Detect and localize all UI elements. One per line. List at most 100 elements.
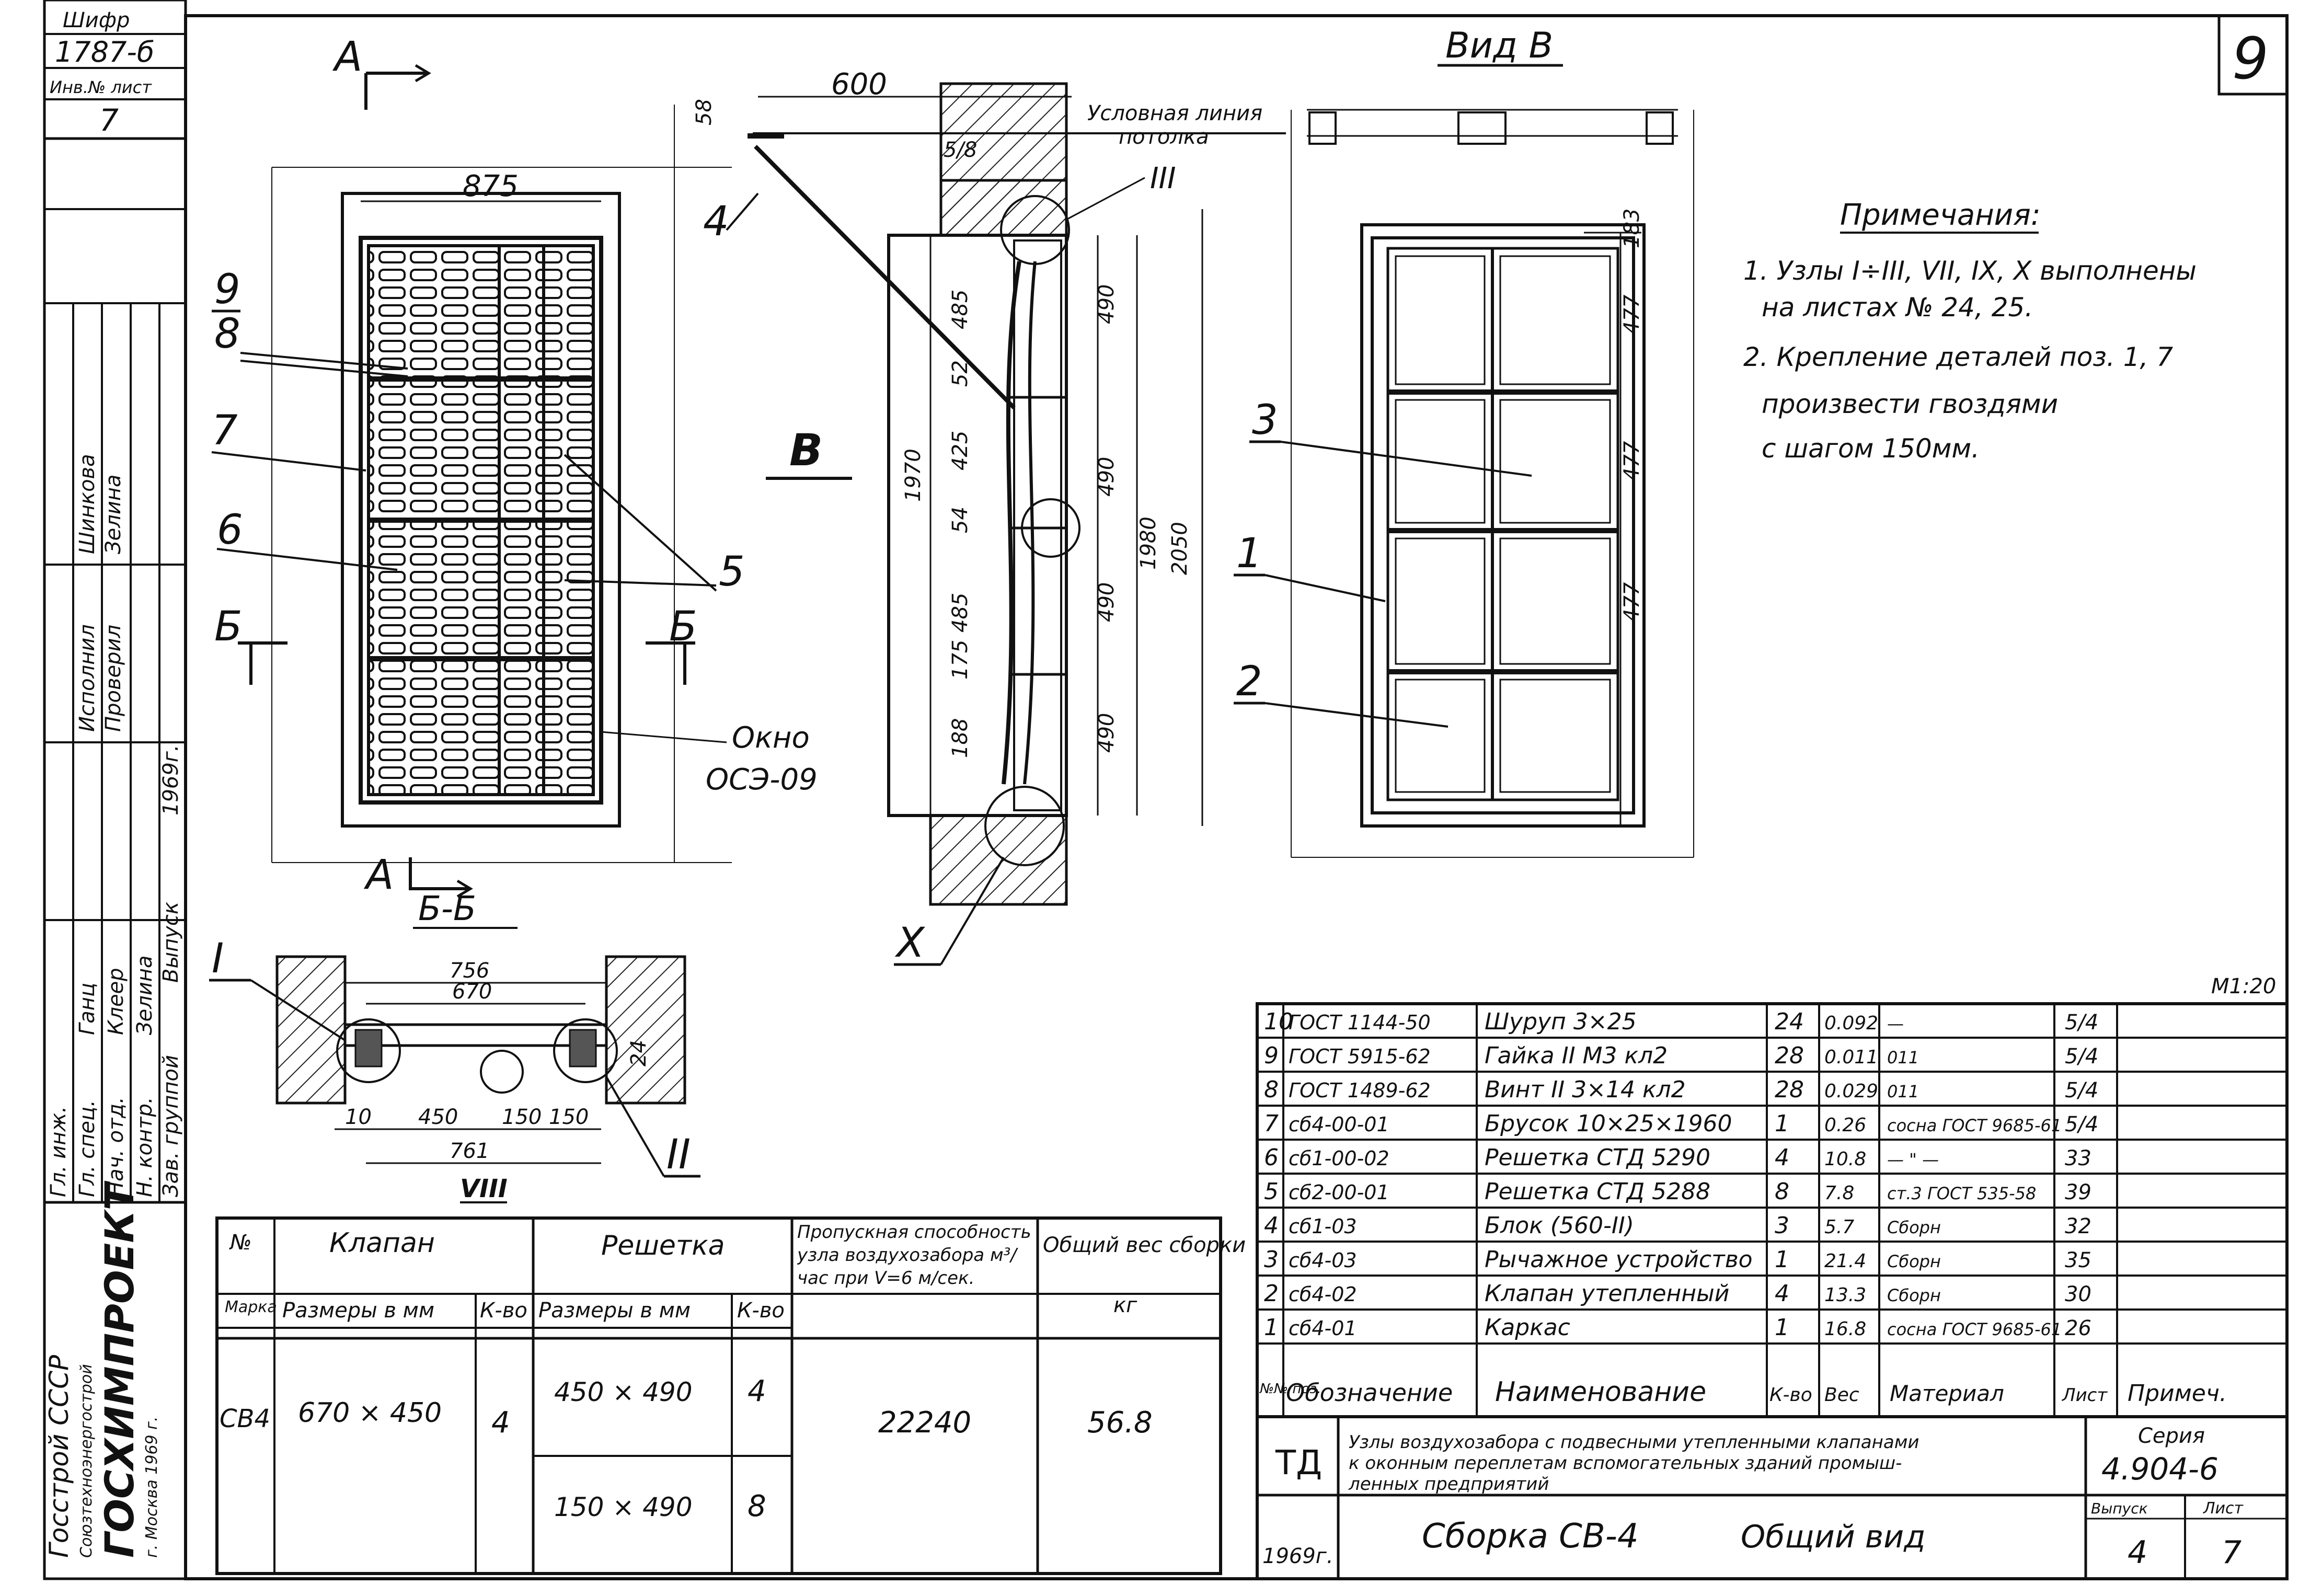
summary-head-sizes-valve: Размеры в мм — [282, 1299, 434, 1323]
side-name-2: Ганц — [75, 983, 99, 1035]
dim-425: 425 — [948, 431, 972, 470]
spec-head-material: Материал — [1890, 1381, 2004, 1406]
view-v-frame-outer — [1360, 223, 1646, 828]
window-label-1: Окно — [732, 721, 810, 755]
side-role-6: Зав. группой — [159, 1055, 183, 1197]
spec-cell-qty: 28 — [1775, 1042, 1804, 1069]
spec-cell-mass: 0.26 — [1824, 1115, 1866, 1136]
dim-10: 10 — [345, 1105, 372, 1129]
title-block: ТД Узлы воздухозабора с подвесными утепл… — [1257, 1415, 2287, 1579]
side-org-3: ГОСХИМПРОЕКТ — [96, 1180, 143, 1558]
notes-title: Примечания: — [1840, 198, 2041, 232]
summary-head-weight: Общий вес сборки — [1043, 1233, 1246, 1257]
spec-head-pos: №№ поз. — [1259, 1381, 1321, 1397]
side-role-3: Гл. спец. — [75, 1100, 99, 1197]
summary-head-brand: Марка — [225, 1298, 277, 1316]
spec-cell-material: — — [1887, 1014, 1904, 1034]
side-year: 1969г. — [159, 744, 183, 816]
spec-cell-sheet: 5/4 — [2065, 1078, 2098, 1103]
dim-54: 54 — [948, 507, 972, 533]
dim-485-b: 485 — [948, 593, 972, 633]
spec-cell-doc: ГОСТ 5915-62 — [1289, 1045, 1431, 1068]
dim-5-8: 5/8 — [944, 138, 977, 162]
view-v-frame-inner — [1371, 236, 1635, 814]
spec-cell-name: Решетка СТД 5290 — [1485, 1144, 1710, 1171]
spec-head-qty: К-во — [1769, 1384, 1812, 1406]
spec-cell-material: 011 — [1887, 1048, 1919, 1067]
summary-mark: СВ4 — [220, 1404, 270, 1433]
pos-label-5: 5 — [719, 548, 745, 595]
spec-cell-mass: 0.092 — [1824, 1013, 1878, 1034]
node-circle-iii — [1000, 195, 1070, 265]
node-circle-i — [336, 1018, 401, 1083]
spec-cell-name: Каркас — [1485, 1314, 1570, 1341]
spec-cell-pos: 10 — [1264, 1008, 1293, 1035]
summary-grille-size-1: 450 × 490 — [554, 1377, 693, 1407]
spec-cell-qty: 1 — [1775, 1314, 1789, 1341]
spec-cell-material: Сборн — [1887, 1251, 1941, 1271]
spec-cell-pos: 3 — [1264, 1246, 1279, 1273]
dim-150-b: 150 — [549, 1105, 589, 1129]
side-org-2: Союзтехноэнергострой — [77, 1364, 96, 1558]
spec-cell-pos: 6 — [1264, 1144, 1279, 1171]
summary-head-valve: Клапан — [329, 1227, 435, 1259]
summary-head-unit: кг — [1113, 1293, 1137, 1317]
title-year: 1969г. — [1262, 1544, 1334, 1568]
spec-cell-doc: сб4-01 — [1289, 1317, 1357, 1340]
side-role-7: Выпуск — [159, 902, 183, 983]
dim-490-a: 490 — [1095, 284, 1119, 324]
side-role-0: Исполнил — [75, 624, 99, 732]
section-bb: Б-Б 756 670 10 450 150 150 761 24 I II V… — [209, 890, 700, 1203]
dim-58: 58 — [692, 99, 716, 125]
spec-cell-name: Винт II 3×14 кл2 — [1485, 1076, 1686, 1103]
spec-cell-sheet: 5/4 — [2065, 1044, 2098, 1069]
spec-cell-qty: 24 — [1775, 1008, 1804, 1035]
dim-183: 183 — [1620, 209, 1644, 248]
dim-175: 175 — [948, 640, 972, 680]
sheet-number: 9 — [2232, 25, 2269, 92]
title-desc-1: Узлы воздухозабора с подвесными утепленн… — [1349, 1432, 1919, 1453]
section-bb-title: Б-Б — [418, 890, 476, 928]
title-sheet-label: Лист — [2203, 1499, 2244, 1518]
summary-head-grille: Решетка — [601, 1230, 725, 1261]
spec-cell-mass: 0.029 — [1824, 1081, 1878, 1102]
notes-block: Примечания: 1. Узлы I÷III, VII, IX, X вы… — [1743, 198, 2197, 464]
sheet-number-box: 9 — [2217, 16, 2287, 96]
spec-cell-pos: 4 — [1264, 1212, 1279, 1239]
section-mark-b-right: Б — [669, 603, 697, 650]
spec-cell-mass: 10.8 — [1824, 1149, 1866, 1170]
node-label-iii: III — [1150, 162, 1176, 196]
spec-cell-doc: ГОСТ 1144-50 — [1289, 1011, 1431, 1034]
spec-cell-sheet: 26 — [2065, 1316, 2091, 1340]
spec-cell-qty: 8 — [1775, 1178, 1789, 1205]
section-mark-b-left: Б — [214, 603, 243, 650]
view-v-label: В — [789, 424, 823, 476]
dim-477-c: 477 — [1620, 582, 1644, 622]
spec-cell-sheet: 35 — [2065, 1248, 2091, 1272]
window-frame-outer — [341, 192, 621, 828]
spec-cell-mass: 7.8 — [1824, 1182, 1854, 1204]
spec-cell-pos: 2 — [1264, 1280, 1279, 1307]
title-issue-label: Выпуск — [2091, 1500, 2148, 1517]
spec-cell-pos: 8 — [1264, 1076, 1279, 1103]
summary-head-qty-valve: К-во — [480, 1299, 527, 1323]
spec-cell-qty: 1 — [1775, 1110, 1789, 1137]
side-role-1: Проверил — [101, 625, 125, 732]
pos-label-2: 2 — [1236, 658, 1262, 705]
note-line-3: 2. Крепление деталей поз. 1, 7 — [1743, 342, 2173, 372]
summary-grille-qty-1: 4 — [748, 1374, 766, 1408]
spec-cell-material: ст.3 ГОСТ 535-58 — [1887, 1184, 2036, 1203]
spec-cell-pos: 7 — [1264, 1110, 1279, 1137]
view-v-title: Вид В — [1445, 25, 1553, 66]
spec-cell-name: Шуруп 3×25 — [1485, 1008, 1637, 1035]
spec-cell-mass: 16.8 — [1824, 1318, 1866, 1340]
summary-capacity: 22240 — [878, 1406, 971, 1440]
dim-1970: 1970 — [901, 449, 925, 502]
note-line-5: с шагом 150мм. — [1762, 433, 1980, 464]
dim-756: 756 — [450, 959, 489, 983]
summary-weight: 56.8 — [1087, 1406, 1153, 1440]
title-name: Сборка СВ-4 — [1422, 1517, 1639, 1556]
node-label-i: I — [212, 935, 224, 982]
window-label-2: ОСЭ-09 — [706, 763, 818, 797]
summary-head-mark: № — [229, 1231, 252, 1255]
